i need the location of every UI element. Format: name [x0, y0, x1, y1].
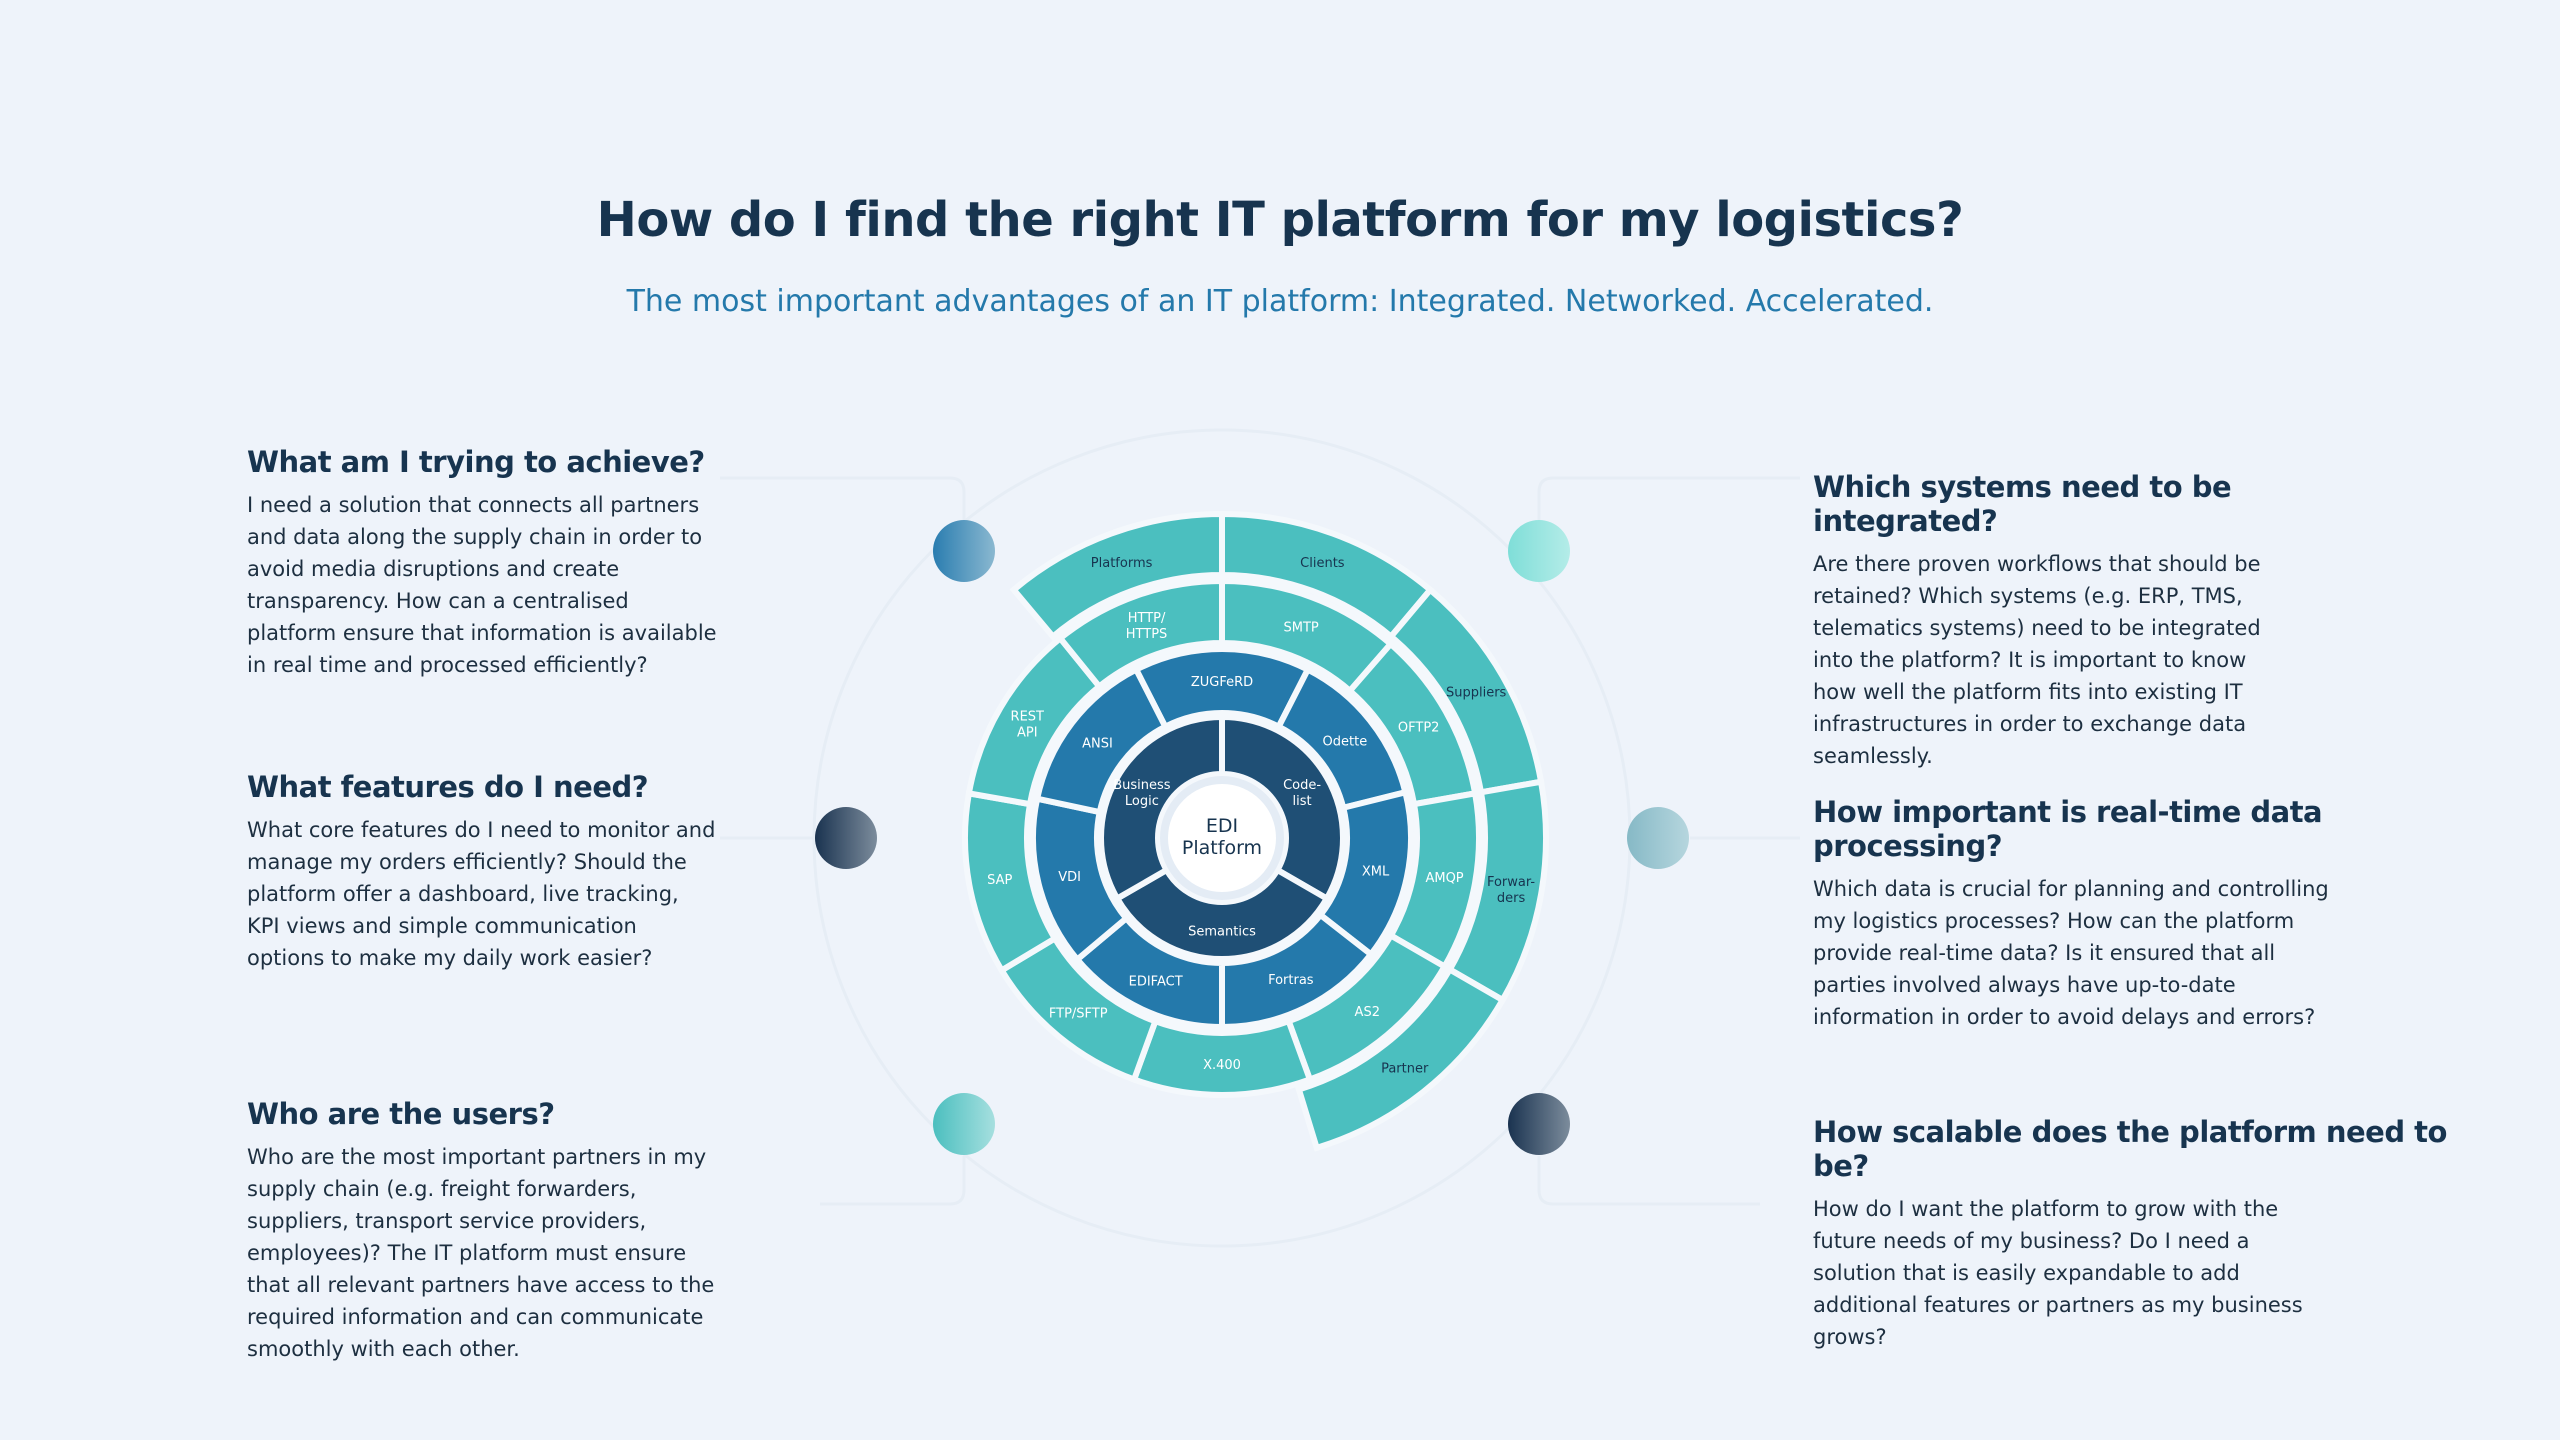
- protocols-label: SMTP: [1284, 620, 1319, 635]
- info-block-users: Who are the users? Who are the most impo…: [247, 1097, 717, 1365]
- block-heading: How scalable does the platform need to b…: [1813, 1115, 2447, 1183]
- core-label: Business: [1113, 778, 1171, 793]
- block-heading: Who are the users?: [247, 1097, 555, 1131]
- protocols-label: SAP: [987, 873, 1012, 888]
- block-body: How do I want the platform to grow with …: [1813, 1197, 2303, 1349]
- formats-label: VDI: [1058, 870, 1081, 885]
- node-circle-dark: [1508, 1093, 1570, 1155]
- block-body: Are there proven workflows that should b…: [1813, 552, 2261, 768]
- formats-segment: [1033, 665, 1170, 816]
- protocols-segment: [1056, 577, 1225, 691]
- partners-label: ders: [1497, 891, 1526, 906]
- partners-segment: [1295, 965, 1507, 1152]
- partners-label: Platforms: [1091, 556, 1153, 571]
- info-block-integration: Which systems need to be integrated? Are…: [1813, 470, 2323, 772]
- page-title: How do I find the right IT platform for …: [596, 192, 1964, 248]
- formats-label: ANSI: [1082, 736, 1113, 751]
- core-segment: [1113, 865, 1331, 962]
- core-label: Logic: [1125, 794, 1159, 809]
- core-segment: [1219, 713, 1346, 903]
- block-heading: What features do I need?: [247, 770, 649, 804]
- block-heading: Which systems need to be integrated?: [1813, 470, 2232, 538]
- formats-label: Fortras: [1268, 973, 1314, 988]
- formats-label: Odette: [1323, 734, 1368, 749]
- core-label: Semantics: [1188, 925, 1256, 940]
- protocols-label: OFTP2: [1398, 721, 1440, 736]
- block-body: What core features do I need to monitor …: [247, 818, 716, 970]
- protocols-label: AS2: [1355, 1005, 1380, 1020]
- formats-label: EDIFACT: [1129, 974, 1183, 989]
- info-block-features: What features do I need? What core featu…: [247, 770, 717, 974]
- partners-label: Clients: [1300, 556, 1345, 571]
- protocols-label: FTP/SFTP: [1049, 1006, 1108, 1021]
- partners-label: Partner: [1381, 1062, 1429, 1077]
- node-circle-grey-teal: [1627, 807, 1689, 869]
- formats-label: ZUGFeRD: [1191, 675, 1253, 690]
- core-label: list: [1293, 794, 1312, 809]
- center-circle: [1168, 784, 1276, 892]
- node-circle-blue: [933, 520, 995, 582]
- info-block-goals: What am I trying to achieve? I need a so…: [247, 445, 717, 681]
- protocols-label: X.400: [1203, 1058, 1241, 1073]
- info-block-realtime: How important is real-time data processi…: [1813, 795, 2453, 1033]
- connector-line: [820, 1156, 966, 1206]
- node-circle-teal: [933, 1093, 995, 1155]
- core-label: Code-: [1283, 778, 1321, 793]
- node-circle-light-teal: [1508, 520, 1570, 582]
- protocols-label: REST: [1011, 709, 1044, 724]
- protocols-label: HTTPS: [1126, 627, 1168, 642]
- block-heading: What am I trying to achieve?: [247, 445, 705, 479]
- protocols-label: AMQP: [1425, 871, 1463, 886]
- block-body: Which data is crucial for planning and c…: [1813, 877, 2329, 1029]
- partners-label: Forwar-: [1487, 875, 1535, 890]
- center-label-line2: Platform: [1182, 837, 1262, 859]
- center-label-line1: EDI: [1206, 815, 1238, 837]
- connector-line: [1537, 476, 1800, 520]
- core-segment: [1098, 713, 1225, 903]
- block-body: Who are the most important partners in m…: [247, 1145, 715, 1361]
- connector-line: [1537, 1156, 1760, 1206]
- partners-segment: [1009, 510, 1225, 641]
- formats-label: XML: [1362, 865, 1390, 880]
- block-heading: How important is real-time data processi…: [1813, 795, 2323, 863]
- partners-label: Suppliers: [1446, 685, 1507, 700]
- node-circle-dark: [815, 807, 877, 869]
- page-subtitle: The most important advantages of an IT p…: [626, 284, 1934, 319]
- info-block-scalability: How scalable does the platform need to b…: [1813, 1115, 2453, 1353]
- connector-line: [720, 476, 966, 520]
- block-body: I need a solution that connects all part…: [247, 493, 717, 677]
- protocols-label: API: [1017, 725, 1038, 740]
- protocols-label: HTTP/: [1128, 611, 1166, 626]
